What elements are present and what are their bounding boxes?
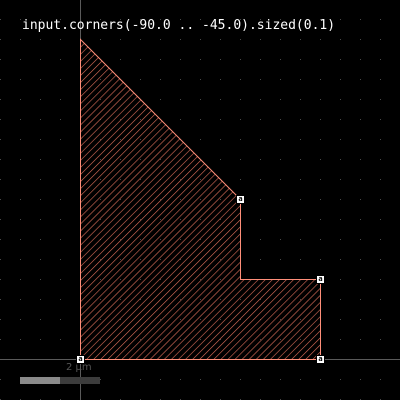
scale-bar-label: 2 µm bbox=[66, 362, 92, 373]
corner-marker[interactable]: a bbox=[76, 355, 85, 364]
corner-marker[interactable]: a bbox=[236, 195, 245, 204]
corner-marker[interactable]: a bbox=[316, 275, 325, 284]
scale-bar-segment bbox=[60, 377, 100, 384]
scale-bar-segment bbox=[20, 377, 60, 384]
page-title: input.corners(-90.0 .. -45.0).sized(0.1) bbox=[22, 18, 336, 33]
scale-bar bbox=[20, 377, 100, 384]
corner-marker[interactable]: a bbox=[316, 355, 325, 364]
